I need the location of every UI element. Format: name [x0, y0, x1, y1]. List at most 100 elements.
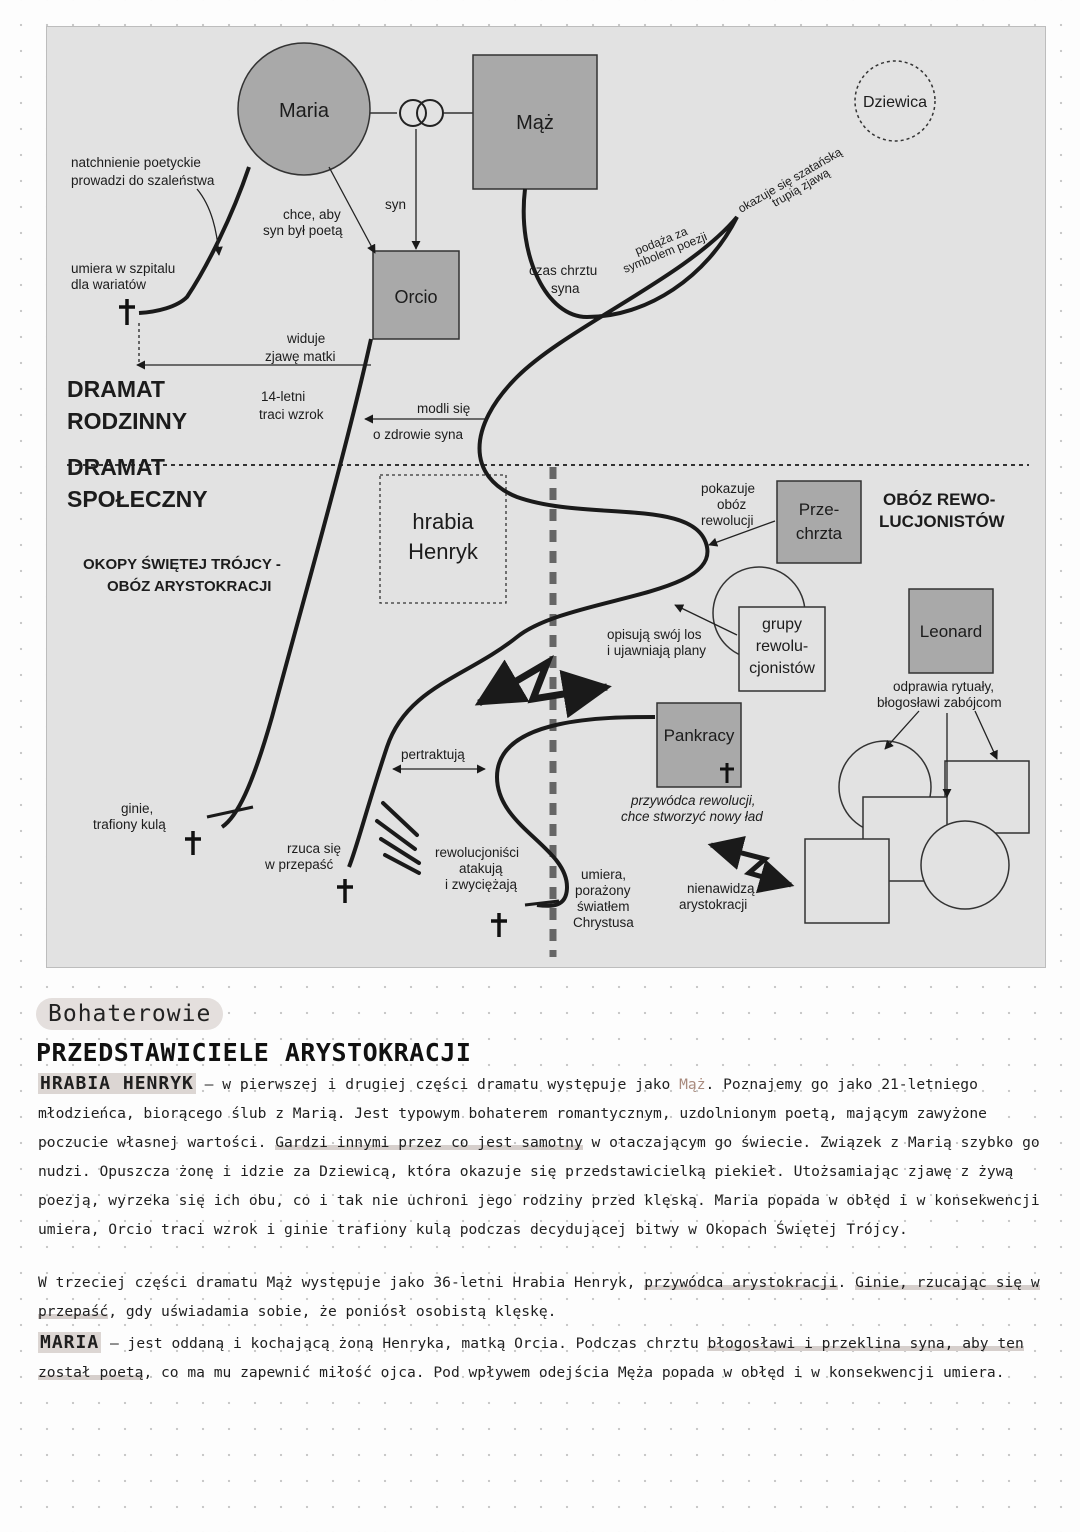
henryk-label-2: Henryk: [408, 539, 479, 564]
heading-oboz-ary-2: OBÓZ ARYSTOKRACJI: [107, 577, 271, 595]
cross-icon: [720, 763, 734, 783]
maz-node: [472, 54, 598, 190]
label-czas-1: czas chrztu: [529, 263, 597, 278]
label-chce-2: syn był poetą: [263, 223, 343, 238]
label-ginie-1: ginie,: [121, 801, 153, 816]
henryk2-paragraph: W trzeciej części dramatu Mąż występuje …: [38, 1268, 1046, 1326]
maria-text-2: , co ma mu zapewnić miłość ojca. Pod wpł…: [143, 1364, 1005, 1381]
henryk-name: HRABIA HENRYK: [38, 1073, 196, 1094]
heading-spoleczny-2: SPOŁECZNY: [67, 486, 208, 512]
label-widuje-1: widuje: [286, 331, 325, 346]
leonard-node: [908, 588, 994, 674]
sword-pankracy-icon: [524, 899, 560, 907]
maria-paragraph: MARIA — jest oddaną i kochającą żoną Hen…: [38, 1328, 1046, 1387]
maria-name: MARIA: [38, 1332, 102, 1353]
grupy-label-1: grupy: [762, 616, 802, 633]
label-przywodca-2: chce stworzyć nowy ład: [621, 809, 763, 824]
notes: Bohaterowie PRZEDSTAWICIELE ARYSTOKRACJI…: [36, 998, 1046, 1387]
label-opisuja-2: i ujawniają plany: [607, 643, 706, 658]
label-pertraktuja: pertraktują: [401, 747, 465, 762]
label-modli-1: modli się: [417, 401, 470, 416]
label-umiera-1: umiera,: [581, 867, 626, 882]
swords-icon: [375, 801, 421, 875]
label-nienawidza-2: arystokracji: [679, 897, 747, 912]
cross-pankracy-icon: [491, 913, 507, 937]
label-natchnienie-1: natchnienie poetyckie: [71, 155, 201, 170]
henryk-text-3: w otaczającym go świecie. Związek z Mari…: [38, 1134, 1040, 1238]
revolutionaries-cluster: [804, 740, 1030, 924]
grupy-node: [738, 606, 826, 692]
lightning-conflict-icon: [474, 654, 612, 719]
maria-label: Maria: [279, 100, 330, 122]
henryk-text-1: — w pierwszej i drugiej części dramatu w…: [195, 1076, 680, 1093]
label-umiera-szpital-2: dla wariatów: [71, 277, 146, 292]
heading-rodzinny-2: RODZINNY: [67, 408, 187, 434]
orcio-label: Orcio: [394, 287, 437, 307]
label-nienawidza-1: nienawidzą: [687, 881, 755, 896]
henryk-maz: Mąż: [679, 1076, 706, 1093]
label-modli-2: o zdrowie syna: [373, 427, 464, 442]
grupy-label-2: rewolu-: [756, 638, 808, 655]
arrow-natchnienie: [196, 188, 223, 256]
label-okazuje-1: okazuje się szatańską: [736, 145, 845, 216]
label-letni-1: 14-letni: [261, 389, 305, 404]
dziewica-node: [854, 60, 936, 142]
label-letni-2: traci wzrok: [259, 407, 324, 422]
arrow-pokazuje: [708, 520, 776, 547]
diagram: Maria Mąż Dziewica Orcio hrabia Henryk P…: [46, 26, 1046, 968]
henryk2-highlight-1: przywódca arystokracji: [644, 1274, 838, 1291]
henryk2-text-3: , gdy uświadamia sobie, że poniósł osobi…: [108, 1303, 557, 1320]
label-umiera-szpital-1: umiera w szpitalu: [71, 261, 175, 276]
label-rzuca-1: rzuca się: [287, 841, 341, 856]
arrow-opisuja: [674, 604, 738, 636]
przechrzta-label-1: Prze-: [799, 500, 840, 519]
dziewica-label: Dziewica: [863, 94, 927, 111]
label-rzuca-2: w przepaść: [264, 857, 334, 872]
label-atakuja-1: rewolucjoniści: [435, 845, 519, 860]
label-widuje-2: zjawę matki: [265, 349, 336, 364]
henryk-paragraph: HRABIA HENRYK — w pierwszej i drugiej cz…: [38, 1069, 1046, 1244]
leonard-label: Leonard: [920, 622, 982, 641]
henryk-text-2: . Poznajemy go jako 21-letniego młodzień…: [38, 1076, 987, 1151]
przechrzta-node: [776, 480, 862, 564]
henryk2-text-2: .: [837, 1274, 856, 1291]
maz-label: Mąż: [516, 112, 554, 134]
heading-rodzinny-1: DRAMAT: [67, 376, 165, 402]
label-syn: syn: [385, 197, 406, 212]
label-ginie-2: trafiony kulą: [93, 817, 166, 832]
henryk-label-1: hrabia: [412, 509, 474, 534]
orcio-node: [372, 250, 460, 340]
maria-life-line: [138, 166, 251, 315]
henryk2-text-1: W trzeciej części dramatu Mąż występuje …: [38, 1274, 645, 1291]
wedding-rings-icon: [370, 99, 473, 127]
label-umiera-2: porażony: [575, 883, 631, 898]
label-opisuja-1: opisują swój los: [607, 627, 702, 642]
label-przywodca-1: przywódca rewolucji,: [630, 793, 756, 808]
heading-oboz-rew-1: OBÓZ REWO-: [883, 490, 995, 509]
label-umiera-4: Chrystusa: [573, 915, 634, 930]
label-atakuja-3: i zwyciężają: [445, 877, 518, 892]
label-pokazuje-1: pokazuje: [701, 481, 755, 496]
heading-oboz-rew-2: LUCJONISTÓW: [879, 512, 1006, 531]
henryk-node: [379, 474, 507, 604]
pankracy-label: Pankracy: [664, 726, 735, 745]
section-title: PRZEDSTAWICIELE ARYSTOKRACJI: [36, 1038, 472, 1067]
maria-text-1: — jest oddaną i kochającą żoną Henryka, …: [101, 1335, 708, 1352]
label-rytualy-2: błogosławi zabójcom: [877, 695, 1002, 710]
orcio-life-line: [220, 338, 373, 829]
heading-oboz-ary-1: OKOPY ŚWIĘTEJ TRÓJCY -: [83, 555, 281, 573]
arrow-chce: [328, 166, 376, 254]
label-chce-1: chce, aby: [283, 207, 341, 222]
cross-orcio-icon: [185, 831, 201, 855]
heading-spoleczny-1: DRAMAT: [67, 454, 165, 480]
label-rytualy-1: odprawia rytuały,: [893, 679, 994, 694]
maria-node: [237, 42, 371, 176]
label-czas-2: syna: [551, 281, 580, 296]
cross-henryk-icon: [337, 879, 353, 903]
grupy-label-3: cjonistów: [749, 660, 815, 677]
label-atakuja-2: atakują: [459, 861, 503, 876]
notes-tag: Bohaterowie: [36, 998, 224, 1030]
cross-maria-icon: [119, 299, 135, 325]
arrow-leonard-3: [974, 710, 998, 760]
label-pokazuje-3: rewolucji: [701, 513, 754, 528]
